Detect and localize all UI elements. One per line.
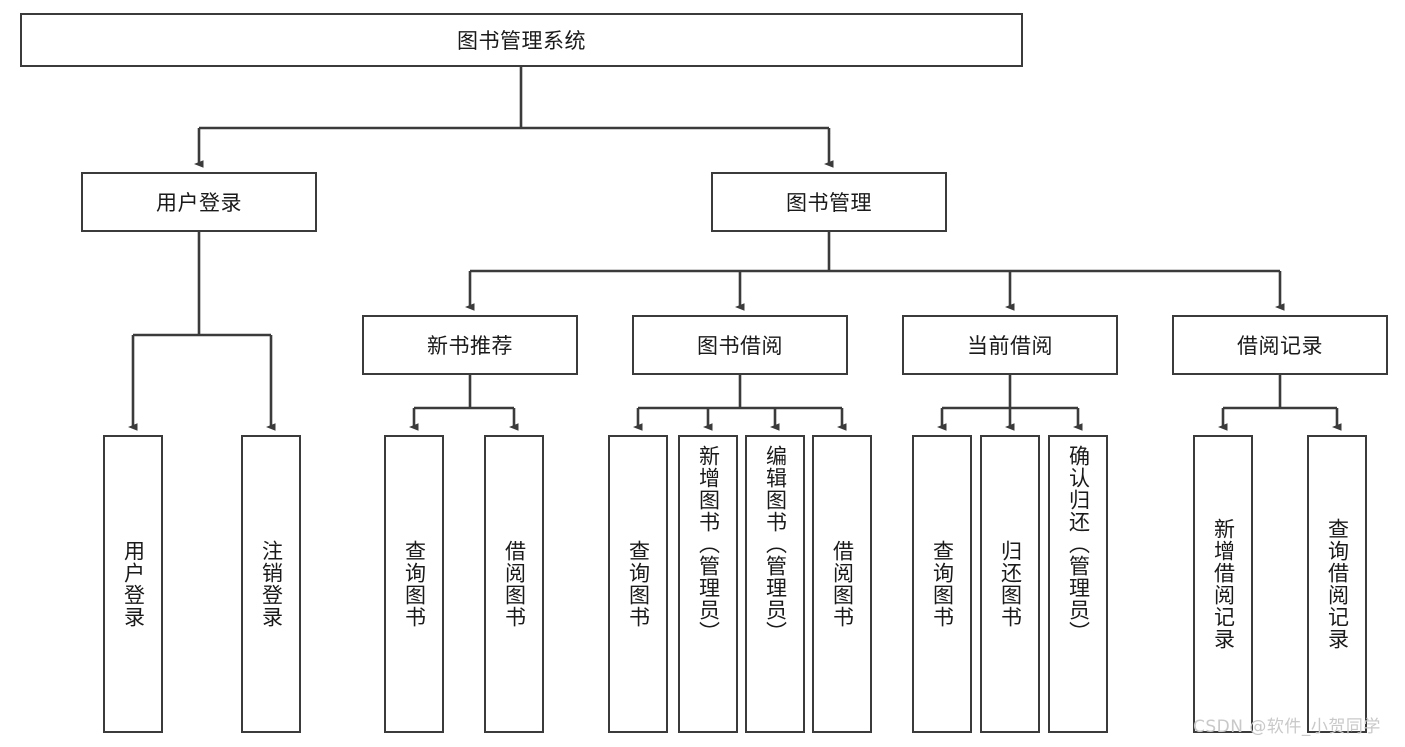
leaf-user-login-logout[interactable]: 注销登录 xyxy=(241,435,301,733)
node-current-borrow[interactable]: 当前借阅 xyxy=(902,315,1118,375)
node-label: 注销登录 xyxy=(259,540,284,628)
node-label: 借阅图书 xyxy=(502,540,527,628)
node-label: 用户登录 xyxy=(121,540,146,628)
leaf-borrow-edit-book-admin[interactable]: 编辑图书（管理员） xyxy=(745,435,805,733)
leaf-record-query-borrow-record[interactable]: 查询借阅记录 xyxy=(1307,435,1367,733)
node-label: 查询图书 xyxy=(930,540,955,628)
node-new-book-recommend[interactable]: 新书推荐 xyxy=(362,315,578,375)
node-label: 用户登录 xyxy=(156,191,242,215)
node-label: 查询图书 xyxy=(626,540,651,628)
node-label: 查询借阅记录 xyxy=(1325,518,1350,650)
node-user-login[interactable]: 用户登录 xyxy=(81,172,317,232)
node-label: 查询图书 xyxy=(402,540,427,628)
leaf-recommend-query-book[interactable]: 查询图书 xyxy=(384,435,444,733)
node-root-book-management-system[interactable]: 图书管理系统 xyxy=(20,13,1023,67)
node-label: 编辑图书（管理员） xyxy=(763,445,788,643)
leaf-borrow-borrow-book[interactable]: 借阅图书 xyxy=(812,435,872,733)
leaf-user-login-login[interactable]: 用户登录 xyxy=(103,435,163,733)
node-book-management[interactable]: 图书管理 xyxy=(711,172,947,232)
node-label: 图书借阅 xyxy=(697,334,783,358)
node-label: 归还图书 xyxy=(998,540,1023,628)
node-label: 新增借阅记录 xyxy=(1211,518,1236,650)
node-book-borrow[interactable]: 图书借阅 xyxy=(632,315,848,375)
leaf-borrow-query-book[interactable]: 查询图书 xyxy=(608,435,668,733)
leaf-record-add-borrow-record[interactable]: 新增借阅记录 xyxy=(1193,435,1253,733)
leaf-current-confirm-return-admin[interactable]: 确认归还（管理员） xyxy=(1048,435,1108,733)
node-label: 借阅记录 xyxy=(1237,334,1323,358)
csdn-watermark: CSDN @软件_小贺同学 xyxy=(1193,717,1381,737)
node-borrow-record[interactable]: 借阅记录 xyxy=(1172,315,1388,375)
node-label: 图书管理 xyxy=(786,191,872,215)
leaf-current-query-book[interactable]: 查询图书 xyxy=(912,435,972,733)
node-label: 新增图书（管理员） xyxy=(696,445,721,643)
node-label: 确认归还（管理员） xyxy=(1066,445,1091,643)
node-label: 新书推荐 xyxy=(427,334,513,358)
node-label: 借阅图书 xyxy=(830,540,855,628)
node-label: 当前借阅 xyxy=(967,334,1053,358)
leaf-recommend-borrow-book[interactable]: 借阅图书 xyxy=(484,435,544,733)
leaf-current-return-book[interactable]: 归还图书 xyxy=(980,435,1040,733)
node-label: 图书管理系统 xyxy=(457,29,586,53)
leaf-borrow-add-book-admin[interactable]: 新增图书（管理员） xyxy=(678,435,738,733)
